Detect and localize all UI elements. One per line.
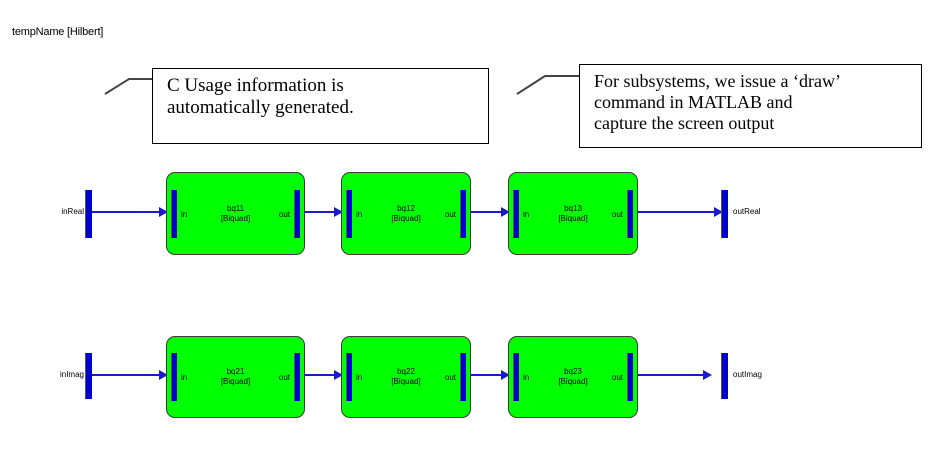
block-output-port-label: out xyxy=(444,210,456,219)
signal-line xyxy=(638,211,718,213)
block-bq12[interactable]: in bq12 [Biquad] out xyxy=(341,172,471,255)
input-port-label-inimag: inImag xyxy=(59,370,84,379)
block-input-port-label: in xyxy=(523,373,530,382)
block-input-port-label: in xyxy=(523,210,530,219)
block-bq23[interactable]: in bq23 [Biquad] out xyxy=(508,336,638,418)
block-output-port-label: out xyxy=(278,210,290,219)
signal-line xyxy=(305,374,336,376)
signal-line xyxy=(471,374,503,376)
signal-line xyxy=(638,374,707,376)
signal-arrow-icon xyxy=(159,207,168,217)
signal-arrow-icon xyxy=(703,370,712,380)
annotation-line: automatically generated. xyxy=(167,97,354,119)
signal-line xyxy=(471,211,503,213)
block-output-port[interactable] xyxy=(460,190,466,238)
block-output-port[interactable] xyxy=(294,353,300,401)
signal-line xyxy=(92,374,161,376)
block-bq22[interactable]: in bq22 [Biquad] out xyxy=(341,336,471,418)
block-output-port-label: out xyxy=(611,210,623,219)
signal-arrow-icon xyxy=(334,207,343,217)
output-port-outreal[interactable] xyxy=(721,190,728,238)
block-input-port-label: in xyxy=(181,373,188,382)
annotation-callout-c-usage[interactable]: C Usage information is automatically gen… xyxy=(152,68,489,144)
block-input-port[interactable] xyxy=(346,353,352,401)
block-input-port-label: in xyxy=(356,210,363,219)
block-input-port[interactable] xyxy=(171,190,177,238)
annotation-line: For subsystems, we issue a ‘draw’ xyxy=(594,71,841,91)
block-output-port[interactable] xyxy=(627,190,633,238)
input-port-label-inreal: inReal xyxy=(61,207,84,216)
input-port-inimag[interactable] xyxy=(85,353,92,399)
block-input-port[interactable] xyxy=(513,190,519,238)
annotation-line: capture the screen output xyxy=(594,113,775,134)
signal-arrow-icon xyxy=(501,370,510,380)
block-bq13[interactable]: in bq13 [Biquad] out xyxy=(508,172,638,255)
annotation-callout-subsystems[interactable]: For subsystems, we issue a ‘draw’ comman… xyxy=(579,64,922,148)
block-bq11[interactable]: in bq11 [Biquad] out xyxy=(166,172,305,255)
signal-line xyxy=(305,211,336,213)
page-title: tempName [Hilbert] xyxy=(12,26,104,38)
leader-line-callout-1 xyxy=(104,78,155,95)
input-port-inreal[interactable] xyxy=(85,190,92,238)
block-input-port-label: in xyxy=(181,210,188,219)
block-input-port[interactable] xyxy=(346,190,352,238)
block-output-port[interactable] xyxy=(294,190,300,238)
signal-arrow-icon xyxy=(501,207,510,217)
block-output-port[interactable] xyxy=(460,353,466,401)
annotation-line: command in MATLAB and xyxy=(594,92,793,113)
signal-arrow-icon xyxy=(159,370,168,380)
leader-line-callout-2 xyxy=(516,75,581,95)
block-output-port-label: out xyxy=(611,373,623,382)
output-port-outimag[interactable] xyxy=(721,353,728,399)
block-output-port-label: out xyxy=(444,373,456,382)
block-input-port[interactable] xyxy=(171,353,177,401)
output-port-label-outimag: outImag xyxy=(733,370,762,379)
block-bq21[interactable]: in bq21 [Biquad] out xyxy=(166,336,305,418)
annotation-line: C Usage information is xyxy=(167,75,344,96)
block-output-port-label: out xyxy=(278,373,290,382)
signal-line xyxy=(92,211,161,213)
output-port-label-outreal: outReal xyxy=(733,207,761,216)
block-input-port-label: in xyxy=(356,373,363,382)
signal-arrow-icon xyxy=(714,207,723,217)
block-output-port[interactable] xyxy=(627,353,633,401)
block-input-port[interactable] xyxy=(513,353,519,401)
signal-arrow-icon xyxy=(334,370,343,380)
